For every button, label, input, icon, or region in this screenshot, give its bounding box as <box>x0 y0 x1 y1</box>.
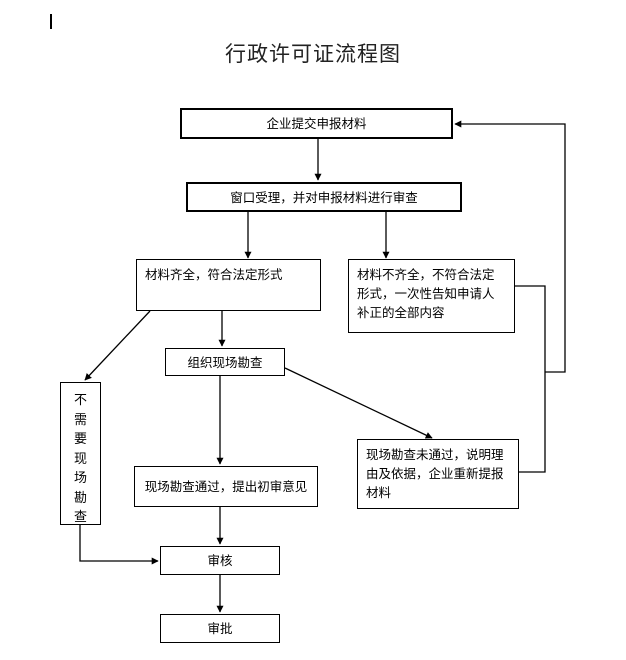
step-window-acceptance: 窗口受理，并对申报材料进行审查 <box>186 182 462 212</box>
step-survey-failed: 现场勘查未通过，说明理由及依据，企业重新提报材料 <box>357 439 519 509</box>
no-survey-char: 要 <box>73 432 87 447</box>
text-cursor <box>50 14 52 29</box>
no-survey-char: 需 <box>73 412 87 428</box>
step-review: 审核 <box>160 546 280 575</box>
step-approve: 审批 <box>160 614 280 643</box>
page-title: 行政许可证流程图 <box>225 42 401 66</box>
no-survey-char: 查 <box>73 510 87 525</box>
arrow-complete-to-no-survey <box>84 310 151 381</box>
no-survey-char: 勘 <box>73 490 87 506</box>
step-no-survey-needed: 不 需 要 现 场 勘 查 <box>60 382 101 525</box>
step-organize-survey: 组织现场勘查 <box>165 348 285 376</box>
arrow-resubmit-to-submit <box>454 120 566 373</box>
arrow-incomplete-feedback <box>515 285 546 473</box>
arrow-survey-to-survey-fail <box>284 367 433 439</box>
step-materials-incomplete: 材料不齐全，不符合法定形式，一次性告知申请人补正的全部内容 <box>348 259 515 333</box>
no-survey-char: 现 <box>73 451 87 467</box>
no-survey-char: 不 <box>73 393 87 408</box>
step-materials-complete: 材料齐全，符合法定形式 <box>136 259 321 311</box>
arrow-no-survey-to-review <box>79 525 159 565</box>
no-survey-char: 场 <box>73 471 87 486</box>
step-survey-passed: 现场勘查通过，提出初审意见 <box>134 466 318 507</box>
step-submit-materials: 企业提交申报材料 <box>180 108 453 139</box>
